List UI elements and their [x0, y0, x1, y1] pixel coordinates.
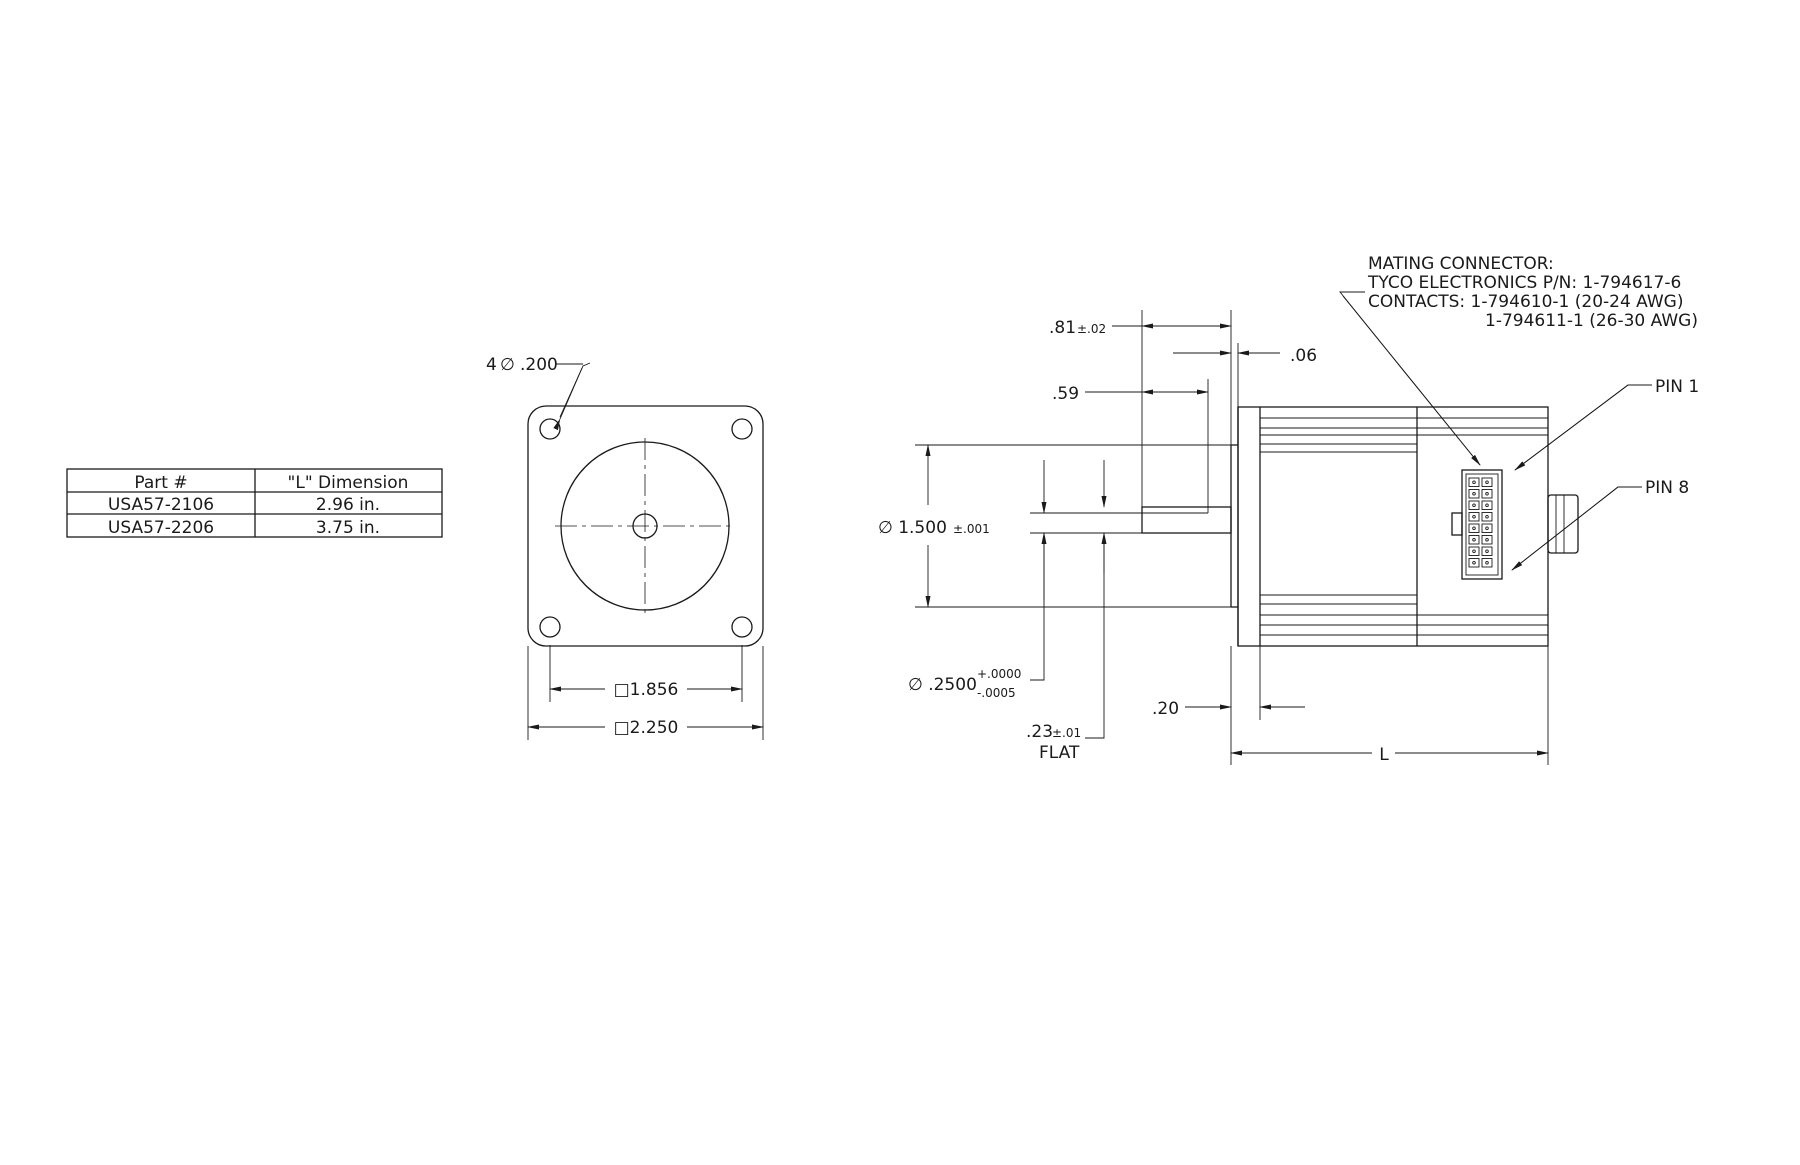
connector-pin: [1481, 489, 1493, 499]
part-dimension-table: Part # "L" Dimension USA57-2106 2.96 in.…: [66, 468, 443, 538]
connector-pin-contact: [1472, 480, 1476, 485]
pin-8-label: PIN 8: [1645, 478, 1689, 498]
connector-pin-grid: [1468, 477, 1493, 568]
mounting-hole: [539, 418, 561, 440]
connector-note-line: TYCO ELECTRONICS P/N: 1-794617-6: [1367, 273, 1681, 293]
front-view: 4 ∅ .200 □1.856 □2.250: [486, 355, 764, 740]
table-cell-l-dimension: 2.96 in.: [316, 495, 380, 515]
connector-pin: [1481, 477, 1493, 487]
shaft-length-dimension: .81: [1049, 318, 1076, 338]
connector-pin-contact: [1485, 492, 1489, 496]
connector-pin: [1468, 512, 1480, 522]
connector-pin: [1468, 535, 1480, 545]
body-square-dimension: □2.250: [614, 718, 679, 738]
mounting-hole: [731, 616, 753, 638]
table-cell-part: USA57-2106: [108, 495, 214, 515]
mounting-hole: [731, 418, 753, 440]
connector-note-line: CONTACTS: 1-794610-1 (20-24 AWG): [1368, 292, 1684, 312]
connector-pin-contact: [1472, 538, 1476, 542]
flat-depth-dimension: .23: [1026, 722, 1053, 742]
shaft-tolerance-minus: -.0005: [977, 686, 1016, 700]
connector-note-line: 1-794611-1 (26-30 AWG): [1485, 311, 1698, 331]
connector-pin-contact: [1485, 515, 1489, 519]
connector-pin-contact: [1472, 526, 1476, 531]
connector-pin: [1468, 546, 1480, 556]
connector-pin-contact: [1472, 549, 1476, 554]
connector-pin: [1468, 558, 1480, 568]
connector-pin: [1481, 535, 1493, 545]
connector-note: MATING CONNECTOR: TYCO ELECTRONICS P/N: …: [1339, 254, 1698, 466]
connector-pin-contact: [1485, 561, 1489, 565]
hole-qty: 4: [486, 355, 497, 375]
connector-pin: [1468, 477, 1480, 487]
connector-pin: [1481, 523, 1493, 533]
flange-outline: [527, 405, 764, 647]
flat-depth-tolerance: ±.01: [1052, 726, 1081, 740]
flange-thickness-dimension: .20: [1152, 699, 1179, 719]
pilot-diameter-tolerance: ±.001: [953, 522, 990, 536]
pilot-diameter-dimension: ∅ 1.500: [878, 518, 947, 538]
flat-length-dimension: .59: [1052, 384, 1079, 404]
mounting-hole: [539, 616, 561, 638]
connector-pin: [1481, 500, 1493, 510]
connector-pin-contact: [1485, 538, 1489, 542]
bolt-square-dimension: □1.856: [614, 680, 679, 700]
connector-pin: [1468, 489, 1480, 499]
connector-pin-contact: [1485, 480, 1489, 485]
connector-pin: [1481, 512, 1493, 522]
connector-pin: [1481, 558, 1493, 568]
overall-length-dimension: L: [1379, 745, 1389, 765]
connector-pin-contact: [1472, 515, 1476, 519]
connector-pin: [1481, 546, 1493, 556]
connector-pin-contact: [1472, 561, 1476, 565]
flat-label: FLAT: [1039, 743, 1080, 763]
connector-header: [1451, 469, 1503, 580]
motor-shaft: [1141, 506, 1232, 534]
table-cell-part: USA57-2206: [108, 518, 214, 538]
shaft-length-tolerance: ±.02: [1077, 322, 1106, 336]
connector-pin-contact: [1485, 526, 1489, 531]
connector-note-line: MATING CONNECTOR:: [1368, 254, 1554, 274]
table-header-l-dimension: "L" Dimension: [288, 473, 409, 493]
rear-cap: [1547, 494, 1579, 554]
side-view: .81 ±.02 .06 .59 ∅ 1.500 ±.001 ∅ .2500 +…: [878, 254, 1699, 765]
table-cell-l-dimension: 3.75 in.: [316, 518, 380, 538]
shaft-diameter-dimension: ∅ .2500: [908, 675, 977, 695]
dia-symbol: ∅: [500, 355, 515, 375]
connector-pin-contact: [1472, 492, 1476, 496]
shaft-tolerance-plus: +.0000: [977, 667, 1021, 681]
connector-pin: [1468, 500, 1480, 510]
connector-pin-contact: [1485, 503, 1489, 508]
pin-1-label: PIN 1: [1655, 377, 1699, 397]
connector-pin-contact: [1485, 549, 1489, 554]
table-header-part: Part #: [134, 473, 187, 493]
connector-pin: [1468, 523, 1480, 533]
connector-pin-contact: [1472, 503, 1476, 508]
pilot-depth-dimension: .06: [1290, 346, 1317, 366]
hole-diameter: .200: [520, 355, 558, 375]
